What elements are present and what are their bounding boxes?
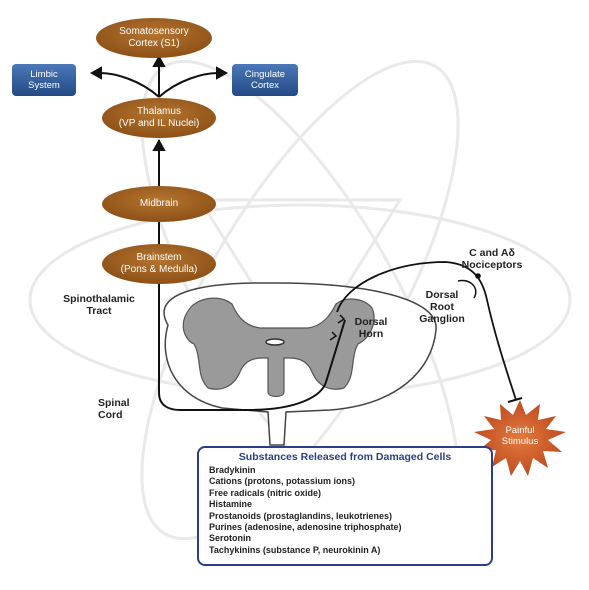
- brainstem-oval: [102, 244, 216, 284]
- brain-region-ovals: [96, 18, 216, 284]
- painful-stimulus-label: Painful Stimulus: [501, 425, 539, 447]
- midbrain-label: Midbrain: [139, 198, 179, 209]
- spinothalamic-tract-line: [158, 140, 346, 411]
- list-item: Tachykinins (substance P, neurokinin A): [209, 544, 381, 555]
- somatosensory-cortex-label: Somatosensory Cortex (S1): [119, 26, 189, 49]
- spinothalamic-tract-label: Spinothalamic Tract: [63, 293, 135, 317]
- substances-list: Bradykinin Cations (protons, potassium i…: [209, 465, 481, 556]
- spinal-cord-label: Spinal Cord: [98, 397, 130, 421]
- cingulate-cortex-label: Cingulate Cortex: [244, 69, 286, 91]
- substances-box: Substances Released from Damaged Cells B…: [197, 446, 493, 566]
- somatosensory-oval: [96, 18, 212, 58]
- list-item: Purines (adenosine, adenosine triphospha…: [209, 522, 402, 533]
- thalamus-oval: [102, 98, 216, 138]
- dorsal-horn-label: Dorsal Horn: [354, 316, 388, 340]
- nociceptor-fiber: [336, 261, 517, 401]
- nociceptors-label: C and Aδ Nociceptors: [461, 247, 523, 271]
- synapse-markers: [329, 314, 346, 341]
- brainstem-label: Brainstem (Pons & Medulla): [120, 252, 198, 275]
- dorsal-root-ganglion-label: Dorsal Root Ganglion: [419, 289, 465, 325]
- midbrain-oval: [102, 186, 216, 222]
- list-item: Cations (protons, potassium ions): [209, 476, 356, 487]
- gray-matter: [182, 297, 375, 398]
- substances-title: Substances Released from Damaged Cells: [238, 451, 452, 463]
- list-item: Prostanoids (prostaglandins, leukotriene…: [209, 510, 393, 521]
- list-item: Histamine: [209, 499, 253, 510]
- cingulate-box: [232, 64, 298, 96]
- limbic-system-label: Limbic System: [28, 69, 60, 91]
- list-item: Free radicals (nitric oxide): [209, 487, 322, 498]
- limbic-box: [12, 64, 76, 96]
- thalamus-label: Thalamus (VP and IL Nuclei): [118, 106, 200, 129]
- ganglion-bump: [457, 279, 477, 299]
- central-canal: [265, 338, 285, 346]
- painful-stimulus-star: [474, 400, 566, 476]
- terminal-bar: [507, 397, 523, 403]
- list-item: Serotonin: [209, 533, 251, 544]
- list-item: Bradykinin: [209, 465, 256, 475]
- nociceptor-end: [475, 273, 481, 279]
